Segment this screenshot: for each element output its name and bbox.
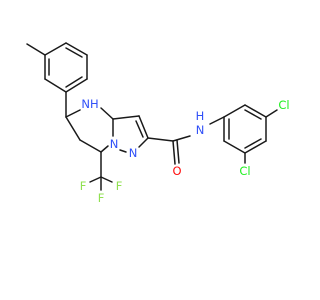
bond-c3-c2-inner — [135, 120, 144, 138]
bond-aryl-inner-2 — [244, 138, 262, 149]
bond-c2-carbonyl — [147, 137, 174, 142]
bond-tolyl-inner-2 — [65, 76, 83, 88]
bond-c3-c2 — [138, 115, 149, 139]
atom-f-bottom: F — [98, 191, 105, 205]
atom-n-pyrazole-bridge: N — [110, 137, 119, 151]
bond-layer — [26, 42, 278, 191]
bond-carbonyl-o-1 — [172, 140, 176, 165]
bond-n-aryl — [209, 116, 225, 125]
bond-c3a-c3 — [112, 115, 140, 120]
bond-cf3-f-right — [100, 176, 113, 183]
bond-c7-n1 — [100, 145, 109, 153]
atom-n-pyrazole: N — [129, 146, 138, 160]
atom-label-layer: NH N N N H O Cl Cl F F F — [80, 97, 290, 205]
bond-c6-c7 — [79, 139, 102, 153]
atom-nh-ring: NH — [81, 97, 98, 111]
bond-c5-c6 — [65, 116, 81, 141]
bond-aryl-4 — [244, 140, 267, 154]
bond-aryl-1 — [223, 104, 246, 118]
atom-n-amide: N — [196, 123, 205, 137]
atom-o-carbonyl: O — [172, 164, 181, 178]
bond-carbonyl-o-2 — [176, 139, 180, 164]
bond-tolyl-3 — [65, 78, 88, 93]
bond-aryl-5 — [223, 140, 246, 154]
atom-cl-para: Cl — [278, 98, 289, 112]
bond-tolyl-5 — [65, 42, 88, 56]
bond-cl-para — [265, 109, 278, 118]
bond-carbonyl-n — [172, 135, 191, 142]
bond-n2-n1 — [119, 149, 127, 153]
bond-methyl — [26, 43, 46, 56]
bond-cf3-f-left — [89, 176, 102, 183]
bond-tolyl-inner-3 — [65, 47, 83, 58]
atom-f-right: F — [116, 179, 123, 193]
atom-h-amide: H — [196, 109, 205, 123]
atom-f-left: F — [80, 179, 87, 193]
bond-n4-c3a — [100, 107, 114, 120]
bond-aryl-inner-1 — [244, 109, 262, 120]
bond-c5-n4 — [65, 109, 81, 118]
bond-tolyl-2 — [44, 78, 67, 93]
bond-aryl-2 — [244, 104, 267, 118]
bond-c2-n2 — [138, 137, 149, 148]
bond-tolyl-6 — [44, 42, 67, 56]
atom-cl-ortho: Cl — [239, 164, 250, 178]
molecule-canvas: NH N N N H O Cl Cl F F F — [26, 42, 290, 205]
chemical-structure-drawing: NH N N N H O Cl Cl F F F — [26, 42, 290, 205]
